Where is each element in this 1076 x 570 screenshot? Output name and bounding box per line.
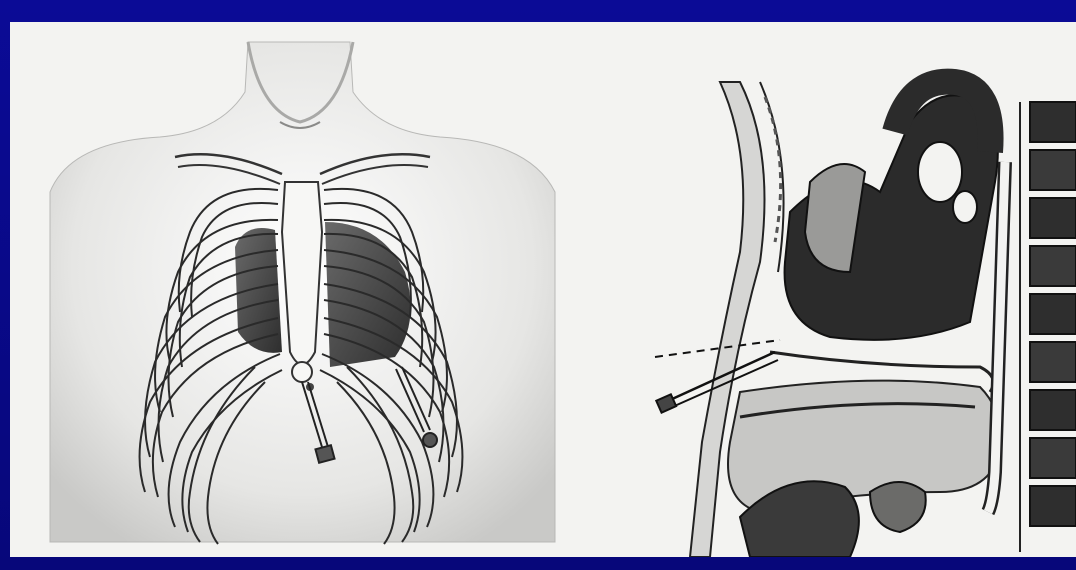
scanned-illustration-page xyxy=(10,22,1076,557)
heart-sagittal-section-illustration xyxy=(610,22,1076,557)
thorax-sagittal-section xyxy=(610,22,1076,557)
intestine xyxy=(870,482,926,532)
ribcage-frontal-illustration xyxy=(10,22,610,557)
diaphragm-liver xyxy=(728,381,1001,512)
spine xyxy=(1030,102,1076,526)
thorax-front-view xyxy=(10,22,610,557)
